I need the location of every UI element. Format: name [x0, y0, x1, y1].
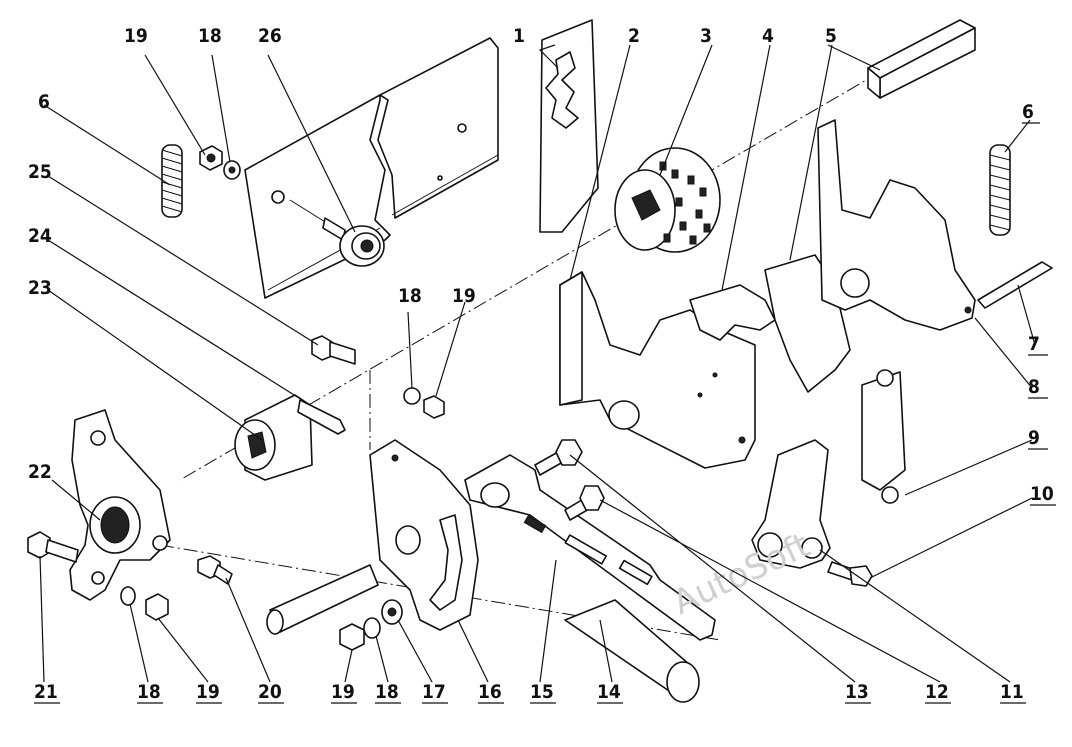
- cotter-pin-part-7: [977, 261, 1053, 309]
- bolt-part-26: [289, 199, 385, 267]
- callout-14: 14: [597, 681, 621, 703]
- callout-9: 9: [1028, 427, 1040, 449]
- callout-18-bottom: 18: [375, 681, 399, 703]
- latch-part-9: [861, 369, 906, 504]
- nut-washer-top-left: [199, 145, 241, 180]
- slotted-plate-part-1: [539, 19, 599, 233]
- callout-19-top: 19: [124, 25, 148, 47]
- callout-19-bottom: 19: [331, 681, 355, 703]
- cotter-part-24: [297, 399, 346, 435]
- bolt-part-25: [311, 335, 356, 365]
- callout-16: 16: [478, 681, 502, 703]
- nut-washer-mid: [403, 387, 445, 419]
- callout-18-lower-left: 18: [137, 681, 161, 703]
- callout-18-top: 18: [198, 25, 222, 47]
- callout-25: 25: [28, 161, 52, 183]
- callout-19-lower-left: 19: [196, 681, 220, 703]
- side-plate-part-8: [817, 119, 976, 331]
- hub-part-22: [69, 409, 171, 601]
- callout-13: 13: [845, 681, 869, 703]
- spring-part-6-left: [161, 144, 183, 218]
- square-shaft-part-5: [867, 19, 976, 99]
- callout-10: 10: [1030, 483, 1054, 505]
- pin-part-14: [564, 599, 700, 703]
- callout-12: 12: [925, 681, 949, 703]
- callout-22: 22: [28, 461, 52, 483]
- callout-20: 20: [258, 681, 282, 703]
- label-underlines: [34, 122, 1056, 704]
- callout-18-mid: 18: [398, 285, 422, 307]
- bolt-part-10: [827, 561, 873, 587]
- lever-part-11: [751, 439, 831, 569]
- callout-23: 23: [28, 277, 52, 299]
- bushing-part-23: [234, 394, 313, 481]
- callout-7: 7: [1028, 333, 1040, 355]
- callout-24: 24: [28, 225, 52, 247]
- hook-bracket-part-16: [369, 439, 479, 631]
- bolt-part-21: [27, 531, 79, 563]
- clip-part-4: [689, 284, 776, 341]
- callout-21: 21: [34, 681, 58, 703]
- callout-labels: 1 2 3 4 5 6 6 7 8 9 10 11 12 13 14 15 16…: [28, 25, 1054, 703]
- nut-washer-lower-left: [120, 586, 169, 621]
- callout-26: 26: [258, 25, 282, 47]
- bolt-part-13: [534, 439, 583, 476]
- spring-part-6-right: [989, 144, 1011, 236]
- callout-4: 4: [762, 25, 774, 47]
- callout-1: 1: [513, 25, 525, 47]
- axle-pin: [266, 564, 379, 635]
- roller-part-3: [614, 147, 721, 253]
- nut-washer-bottom: [339, 599, 403, 651]
- watermark: AutoSoft: [667, 525, 816, 623]
- callout-15: 15: [530, 681, 554, 703]
- callout-19-mid: 19: [452, 285, 476, 307]
- callout-6-right: 6: [1022, 101, 1034, 123]
- callout-3: 3: [700, 25, 712, 47]
- callout-17: 17: [422, 681, 446, 703]
- slotted-bar-part-15: [464, 454, 716, 641]
- callout-2: 2: [628, 25, 640, 47]
- callout-6-left: 6: [38, 91, 50, 113]
- bolt-part-12: [564, 485, 605, 521]
- callout-5: 5: [825, 25, 837, 47]
- callout-11: 11: [1000, 681, 1024, 703]
- callout-8: 8: [1028, 376, 1040, 398]
- leader-lines: [39, 44, 1036, 683]
